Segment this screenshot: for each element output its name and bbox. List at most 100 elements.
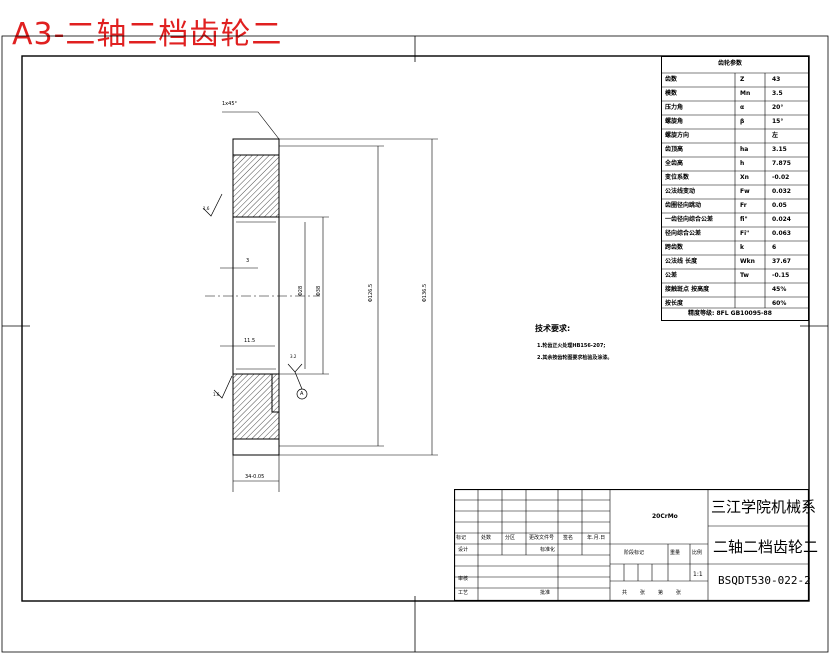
gear-param-value: 15° <box>772 118 784 125</box>
roughness-right-value: 1.6 <box>213 392 220 397</box>
tech-req-item-1: 1.轮齿正火处理HB156-207; <box>537 343 606 349</box>
tb-sheet-3: 第 <box>658 590 664 596</box>
tb-part-name: 二轴二档齿轮二 <box>713 538 819 556</box>
tb-scale: 1:1 <box>693 571 703 578</box>
gear-param-symbol: Wkn <box>740 258 755 265</box>
gear-param-name: 一齿径向综合公差 <box>665 216 714 223</box>
roughness-bottom-value: 3.2 <box>290 354 297 359</box>
tb-header-mark: 标记 <box>456 535 467 541</box>
root-diameter: Φ126.5 <box>368 283 375 303</box>
upper-rim-hatch <box>232 154 280 218</box>
tb-material: 20CrMo <box>652 513 678 520</box>
bottom-tooth <box>232 438 280 456</box>
gear-param-name: 齿顶高 <box>665 146 684 153</box>
gear-param-symbol: Fi" <box>740 230 750 237</box>
tb-design: 设计 <box>458 547 469 553</box>
gear-param-table <box>661 56 809 321</box>
gear-param-symbol: Fw <box>740 188 750 195</box>
gear-param-symbol: Xn <box>740 174 749 181</box>
tb-craft: 工艺 <box>458 590 469 596</box>
gear-param-title: 齿轮参数 <box>718 60 743 67</box>
gear-param-value: 0.032 <box>772 188 791 195</box>
tb-sheet-2: 张 <box>640 590 646 596</box>
gear-param-symbol: Tw <box>740 272 749 279</box>
gear-param-value: 43 <box>772 76 781 83</box>
gear-param-symbol: fi" <box>740 216 748 223</box>
tb-drawing-no: BSQDT530-022-2 <box>718 574 811 587</box>
tb-sheet-1: 共 <box>622 590 628 596</box>
roughness-symbols <box>202 193 308 400</box>
gear-param-name: 全齿高 <box>665 160 684 167</box>
tb-header-doc: 更改文件号 <box>529 535 555 541</box>
gear-param-name: 跨齿数 <box>665 244 684 251</box>
gear-param-value: 0.063 <box>772 230 791 237</box>
gear-param-name: 压力角 <box>665 104 684 111</box>
gear-param-value: 45% <box>772 286 787 293</box>
top-tooth <box>232 138 280 156</box>
tb-scale-label: 比例 <box>692 550 703 556</box>
gear-param-symbol: β <box>740 118 745 125</box>
tb-stage: 阶段标记 <box>624 550 645 556</box>
gear-param-value: 3.5 <box>772 90 783 97</box>
gear-param-name: 螺旋方向 <box>665 132 690 139</box>
gear-param-name: 公差 <box>665 272 678 279</box>
gear-param-name: 齿圈径向跳动 <box>665 202 702 209</box>
groove-dimension: 11.5 <box>244 338 256 344</box>
gear-section <box>205 111 320 456</box>
tb-school: 三江学院机械系 <box>711 498 817 516</box>
title-block <box>454 489 810 601</box>
tb-header-sign: 签名 <box>563 535 574 541</box>
gear-param-value: 6 <box>772 244 777 251</box>
gear-param-name: 螺旋角 <box>665 118 684 125</box>
gear-param-symbol: h <box>740 160 745 167</box>
gear-param-symbol: ha <box>740 146 749 153</box>
inner-frame <box>21 55 810 602</box>
width-dimension: 34-0.05 <box>245 474 265 480</box>
gear-param-name: 径向综合公差 <box>665 230 702 237</box>
tb-sheet-4: 张 <box>676 590 682 596</box>
gear-param-value: 37.67 <box>772 258 791 265</box>
hub-diameter: Φ38 <box>316 285 323 297</box>
gear-param-symbol: Mn <box>740 90 751 97</box>
gear-param-value: 3.15 <box>772 146 787 153</box>
tb-weight: 重量 <box>670 550 681 556</box>
diameter-dims <box>279 138 438 456</box>
gear-param-value: 20° <box>772 104 784 111</box>
gear-param-value: 0.05 <box>772 202 787 209</box>
gear-param-name: 齿数 <box>665 76 678 83</box>
gear-param-value: -0.02 <box>772 174 790 181</box>
tb-header-count: 处数 <box>481 535 492 541</box>
bore-diameter: Φ28 <box>298 285 305 297</box>
gear-param-name: 模数 <box>665 90 678 97</box>
tech-req-item-2: 2.其余按齿轮图要求检验及涂漆。 <box>537 355 613 361</box>
tech-req-title: 技术要求: <box>535 324 571 333</box>
tb-approve: 批准 <box>540 590 551 596</box>
gear-param-symbol: α <box>740 104 745 111</box>
chamfer-label: 1x45° <box>222 101 238 107</box>
gear-param-value: 0.024 <box>772 216 791 223</box>
tb-header-date: 年.月.日 <box>587 535 606 541</box>
gear-param-name: 按长度 <box>665 300 684 307</box>
bore-depth-dimension: 3 <box>246 258 250 264</box>
tb-review: 审核 <box>458 576 469 582</box>
gear-param-symbol: Z <box>740 76 745 83</box>
datum-label: A <box>300 391 304 397</box>
width-dims <box>220 267 280 492</box>
gear-param-value: 7.875 <box>772 160 791 167</box>
tb-header-zone: 分区 <box>505 535 516 541</box>
gear-param-value: -0.15 <box>772 272 790 279</box>
lower-rim-hatch <box>232 373 280 440</box>
roughness-left-value: 1.6 <box>203 206 210 211</box>
gear-param-name: 公法线 长度 <box>665 258 698 265</box>
gear-param-symbol: Fr <box>740 202 747 209</box>
gear-param-footer: 精度等级: 8FL GB10095-88 <box>688 310 772 317</box>
gear-param-name: 接触斑点 按高度 <box>665 286 710 293</box>
tb-standard: 标准化 <box>540 547 556 553</box>
sheet-title: A3-二轴二档齿轮二 <box>12 17 283 52</box>
gear-param-value: 60% <box>772 300 787 307</box>
gear-param-name: 公法线变动 <box>665 188 696 195</box>
gear-param-symbol: k <box>740 244 744 251</box>
gear-param-name: 变位系数 <box>665 174 690 181</box>
tip-diameter: Φ136.5 <box>422 283 429 303</box>
